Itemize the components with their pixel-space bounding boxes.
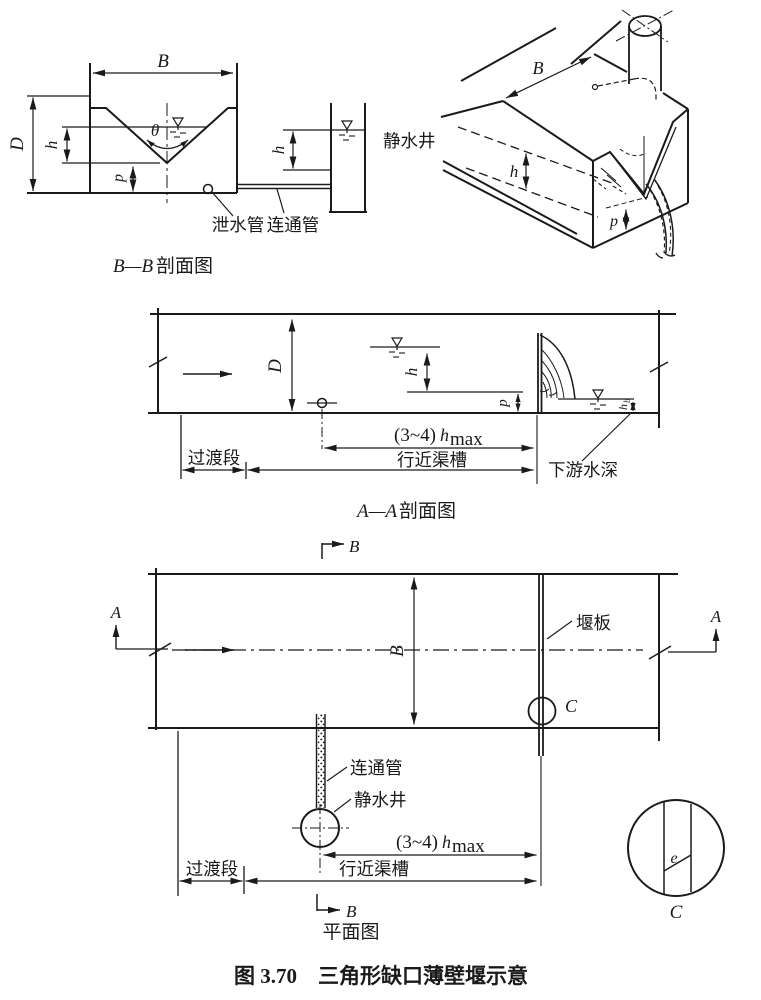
dim-label-p: p bbox=[110, 174, 127, 183]
well-head-label: h bbox=[269, 146, 288, 155]
svg-text:h: h bbox=[616, 404, 630, 410]
angle-label-theta: θ bbox=[151, 121, 159, 140]
v-notch-profile bbox=[90, 107, 237, 165]
connecting-pipe-label: 连通管 bbox=[267, 215, 320, 235]
detail-ref-label: C bbox=[565, 696, 578, 716]
drain-pipe-label: 泄水管 bbox=[212, 215, 265, 235]
iso-label-p: p bbox=[609, 213, 618, 230]
plan-hmax-h: h bbox=[442, 832, 451, 852]
dim-label-B: B bbox=[157, 51, 169, 72]
section-b-label-top: B bbox=[349, 537, 360, 556]
tailwater-depth-label: h b bbox=[616, 398, 632, 410]
angle-arc bbox=[146, 139, 189, 150]
plan-transition-label: 过渡段 bbox=[186, 859, 239, 879]
aa-section-view: D h p h b 下游水深 (3~4) bbox=[148, 308, 676, 522]
detail-e-label: e bbox=[670, 850, 677, 867]
bb-title-letters: B—B bbox=[113, 256, 154, 277]
aa-transition-label: 过渡段 bbox=[188, 448, 241, 468]
iso-water-level-dashed bbox=[457, 126, 613, 184]
aa-approach-label: 行近渠槽 bbox=[397, 450, 467, 470]
plan-hmax-prefix: (3~4) bbox=[396, 832, 438, 853]
dim-line-B-iso bbox=[505, 56, 592, 99]
downstream-depth-label: 下游水深 bbox=[548, 460, 618, 480]
bb-title-text: 剖面图 bbox=[156, 255, 213, 277]
weir-plate-label: 堰板 bbox=[576, 613, 611, 633]
aa-title-letters: A—A bbox=[355, 501, 398, 522]
dim-label-D: D bbox=[7, 137, 28, 152]
iso-label-h: h bbox=[510, 162, 519, 181]
detail-c-label: C bbox=[670, 902, 683, 923]
plan-title: 平面图 bbox=[322, 922, 379, 943]
break-mark bbox=[148, 356, 168, 368]
detail-c-view: e C bbox=[627, 799, 725, 923]
iso-label-B: B bbox=[533, 58, 544, 78]
chamfer-line bbox=[663, 854, 692, 872]
svg-text:b: b bbox=[622, 398, 632, 403]
bb-section-view: B h D p θ 泄水管 连通管 h 静水井 B—B 剖面图 bbox=[7, 51, 436, 277]
plan-connecting-pipe bbox=[316, 714, 325, 808]
aa-label-p: p bbox=[495, 399, 511, 408]
section-b-label-bottom: B bbox=[346, 902, 357, 921]
dim-label-h: h bbox=[42, 141, 61, 150]
aa-nappe bbox=[539, 334, 576, 400]
plan-approach-label: 行近渠槽 bbox=[339, 859, 409, 879]
plan-view: B A A B 堰板 C 连通管 静水井 (3~4) h bbox=[110, 537, 722, 943]
drain-hole bbox=[202, 183, 214, 195]
plan-connecting-pipe-label: 连通管 bbox=[350, 758, 403, 778]
section-a-label-left: A bbox=[110, 603, 122, 622]
figure-caption: 图 3.70 三角形缺口薄壁堰示意 bbox=[234, 964, 528, 988]
iso-nappe bbox=[592, 167, 676, 259]
section-a-label-right: A bbox=[710, 607, 722, 626]
iso-tap-hole bbox=[591, 83, 599, 91]
aa-hmax-sub: max bbox=[450, 429, 483, 450]
aa-title-text: 剖面图 bbox=[399, 500, 456, 522]
iso-well-cylinder bbox=[615, 9, 675, 91]
aa-label-D: D bbox=[265, 359, 286, 374]
aa-hmax-prefix: (3~4) bbox=[394, 425, 436, 446]
aa-hmax-h: h bbox=[440, 425, 449, 445]
plan-stilling-well-label: 静水井 bbox=[354, 790, 407, 810]
aa-label-h: h bbox=[402, 368, 421, 377]
plan-hmax-sub: max bbox=[452, 836, 485, 857]
isometric-view: B h p bbox=[440, 9, 689, 259]
plan-label-B-width: B bbox=[387, 645, 408, 657]
detail-ref-circle bbox=[527, 696, 557, 726]
stilling-well-label: 静水井 bbox=[383, 131, 436, 151]
